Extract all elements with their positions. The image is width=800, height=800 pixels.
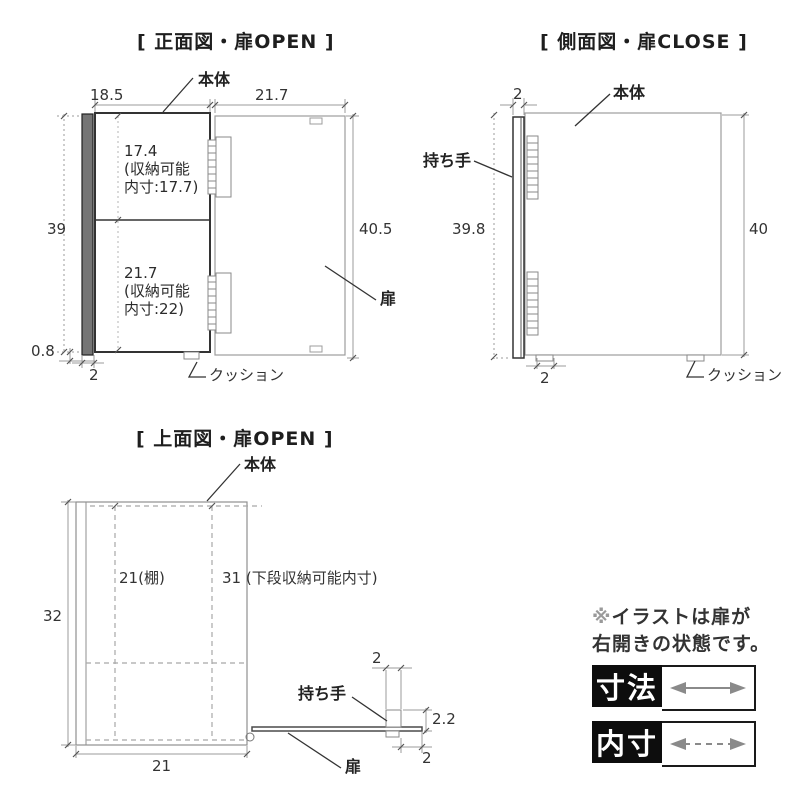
front-left-height-dim: 39 — [47, 220, 67, 238]
front-cushion-foot — [183, 351, 200, 360]
top-door-handle-depth-dim: 2.2 — [432, 710, 456, 728]
dimension-badge: 寸法 — [592, 665, 662, 707]
front-lower-compartment-text: 21.7 (収納可能 内寸:22) — [124, 264, 190, 318]
top-inner-dashed-lines — [86, 505, 262, 741]
side-left-height-dim: 39.8 — [452, 220, 486, 238]
front-handle-bar — [81, 113, 94, 356]
front-cushion-height-dim: 0.8 — [31, 342, 55, 360]
top-bottom-width-dim: 21 — [152, 757, 172, 775]
front-dimension-ticks — [60, 101, 357, 367]
top-view-drawing — [61, 463, 432, 769]
front-dimension-lines — [57, 99, 359, 368]
side-body-label: 本体 — [613, 83, 646, 102]
top-view-title: [ 上面図・扉OPEN ] — [136, 428, 334, 450]
front-upper-compartment-text: 17.4 (収納可能 内寸:17.7) — [124, 142, 199, 196]
front-door-panel — [214, 115, 346, 356]
front-view-drawing — [57, 77, 377, 378]
front-door-height-dim: 40.5 — [359, 220, 393, 238]
top-handle-cap — [385, 730, 400, 738]
front-body-label: 本体 — [198, 70, 231, 89]
dimension-arrow-box — [662, 665, 756, 711]
top-door-strip — [251, 726, 423, 732]
side-cushion-label: クッション — [707, 366, 783, 384]
top-handle-label: 持ち手 — [298, 684, 347, 703]
side-handle-label: 持ち手 — [423, 151, 472, 170]
side-dimension-ticks — [490, 101, 748, 370]
side-door-thickness-dim: 2 — [513, 85, 523, 103]
side-foot-width-dim: 2 — [540, 369, 550, 387]
top-body-label: 本体 — [244, 455, 277, 474]
top-lower-inner-width-dim: 31 (下段収納可能内寸) — [222, 569, 378, 587]
front-cushion-label: クッション — [209, 366, 285, 384]
front-leader-lines — [162, 77, 377, 378]
top-leader-lines — [206, 463, 388, 769]
front-hinge-bottom — [207, 272, 232, 334]
top-handle-width-dim: 2 — [372, 649, 382, 667]
side-foot-right — [686, 354, 705, 362]
front-handle-width-dim: 2 — [89, 366, 99, 384]
side-view-drawing — [473, 93, 749, 378]
front-door-width-dim: 21.7 — [255, 86, 289, 104]
side-foot-left — [535, 354, 554, 362]
solid-double-arrow-icon — [670, 682, 746, 694]
inner-dimension-arrow-box — [662, 721, 756, 767]
front-hinge-top — [207, 136, 232, 198]
side-body-rect — [524, 112, 722, 356]
top-hinge-pivot — [245, 732, 255, 742]
note-asterisk-mark: ※ — [592, 606, 612, 628]
front-body-rect — [94, 112, 211, 353]
side-door-panel — [512, 116, 525, 359]
top-dimension-ticks — [64, 498, 430, 758]
note-line1: イラストは扉が — [611, 606, 752, 628]
side-view-title: [ 側面図・扉CLOSE ] — [540, 31, 748, 53]
front-view-title: [ 正面図・扉OPEN ] — [137, 31, 335, 53]
front-body-width-dim: 18.5 — [90, 86, 124, 104]
note-line2: 右開きの状態です。 — [592, 633, 771, 655]
top-dimension-lines — [61, 500, 432, 758]
top-shelf-width-dim: 21(棚) — [119, 569, 165, 587]
top-depth-dim: 32 — [43, 607, 63, 625]
inner-dimension-badge: 内寸 — [592, 721, 662, 763]
orientation-note: ※イラストは扉が右開きの状態です。 — [592, 604, 770, 658]
side-hinge-bottom — [526, 271, 539, 336]
top-door-label: 扉 — [345, 757, 362, 776]
side-right-height-dim: 40 — [749, 220, 769, 238]
side-leader-lines — [473, 93, 704, 378]
front-door-catch-bottom — [309, 345, 323, 353]
front-door-catch-top — [309, 117, 323, 125]
top-handle-block — [385, 709, 402, 728]
top-handle-end-gap-dim: 2 — [422, 749, 432, 767]
front-door-label: 扉 — [380, 289, 397, 308]
side-hinge-top — [526, 135, 539, 200]
top-body-rect — [75, 501, 248, 746]
dashed-double-arrow-icon — [670, 738, 746, 750]
